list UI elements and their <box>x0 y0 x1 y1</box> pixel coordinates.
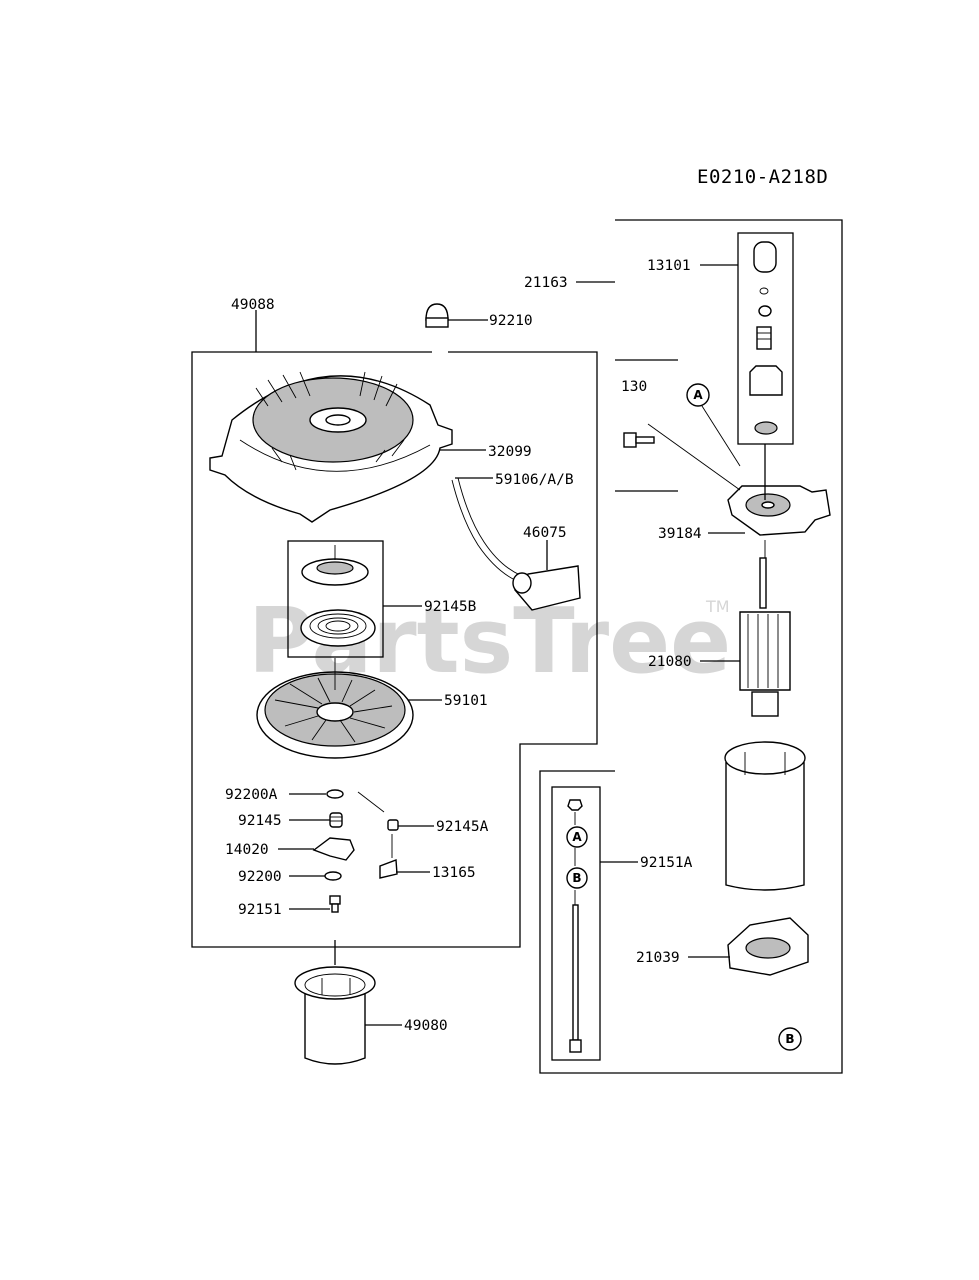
bracket-39184-drawing <box>727 485 831 536</box>
label-21163: 21163 <box>524 275 568 291</box>
spring-92145A-drawing <box>357 791 399 831</box>
washer-92200-drawing <box>324 871 342 881</box>
watermark-tm: TM <box>705 597 730 616</box>
ratchet-14020-drawing <box>312 837 355 861</box>
spring-92145-drawing <box>329 812 343 828</box>
starter-handle-drawing <box>512 565 581 611</box>
reel-drawing <box>256 671 414 759</box>
starter-motor-group-box <box>539 219 843 1074</box>
svg-text:A: A <box>572 830 582 844</box>
label-14020: 14020 <box>225 842 269 858</box>
label-92200A: 92200A <box>225 787 278 803</box>
pawl-13165-drawing <box>379 859 398 879</box>
label-13165: 13165 <box>432 865 476 881</box>
spring-case-drawing <box>300 558 376 647</box>
screw-130-drawing <box>623 432 655 448</box>
svg-text:A: A <box>693 388 703 402</box>
starter-cover-drawing <box>209 371 453 523</box>
label-49080: 49080 <box>404 1018 448 1034</box>
pinion-parts-drawing <box>749 241 783 435</box>
label-59106: 59106/A/B <box>495 472 574 488</box>
yoke-drawing <box>724 741 806 891</box>
bolt-92151-drawing <box>329 895 341 913</box>
label-32099: 32099 <box>488 444 532 460</box>
pulley-drawing <box>294 966 376 1065</box>
marker-b-bolt: B <box>566 867 588 889</box>
diagram-code: E0210-A218D <box>697 166 828 188</box>
svg-text:B: B <box>785 1032 794 1046</box>
label-92145: 92145 <box>238 813 282 829</box>
marker-b-corner: B <box>778 1027 802 1051</box>
cap-nut-drawing <box>425 303 449 328</box>
recoil-starter-group-box <box>191 351 598 948</box>
svg-text:B: B <box>572 871 581 885</box>
label-92151: 92151 <box>238 902 282 918</box>
label-49088: 49088 <box>231 297 275 313</box>
marker-a-top: A <box>686 383 710 407</box>
label-92151A: 92151A <box>640 855 693 871</box>
label-92145B: 92145B <box>424 599 477 615</box>
through-bolt-drawing <box>567 799 583 1053</box>
label-21080: 21080 <box>648 654 692 670</box>
label-92210: 92210 <box>489 313 533 329</box>
starter-rope-drawing <box>451 479 516 581</box>
label-13101: 13101 <box>647 258 691 274</box>
label-21039: 21039 <box>636 950 680 966</box>
label-46075: 46075 <box>523 525 567 541</box>
label-130: 130 <box>621 379 647 395</box>
label-92145A: 92145A <box>436 819 489 835</box>
armature-21080-drawing <box>739 557 791 717</box>
spring-reel-box <box>287 540 384 658</box>
through-bolt-box <box>551 786 601 1061</box>
label-39184: 39184 <box>658 526 702 542</box>
brush-holder-21039-drawing <box>727 917 809 976</box>
marker-a-bolt: A <box>566 826 588 848</box>
label-59101: 59101 <box>444 693 488 709</box>
washer-92200A-drawing <box>326 789 344 799</box>
label-92200: 92200 <box>238 869 282 885</box>
